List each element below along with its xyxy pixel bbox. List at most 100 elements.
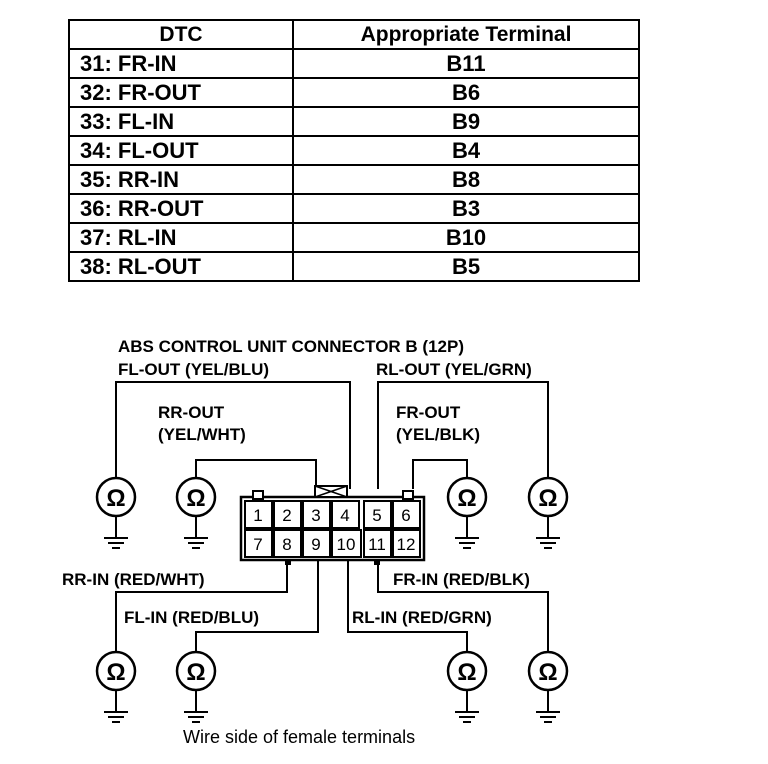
wire-rl-in [347, 560, 468, 652]
pin-cell [331, 529, 362, 558]
ohm-symbol: Ω [538, 659, 557, 686]
key-notch-right [374, 560, 380, 565]
dtc-cell: 31: FR-IN [68, 48, 294, 79]
pin-number: 2 [282, 506, 291, 525]
ground-icon [184, 690, 208, 723]
label-rr-out-color: (YEL/WHT) [158, 425, 246, 444]
connector-tab-left [252, 490, 264, 500]
terminal-cell: B6 [292, 77, 640, 108]
label-fr-out-color: (YEL/BLK) [396, 425, 480, 444]
key-notch-left [285, 560, 291, 565]
label-rr-out: RR-OUT [158, 403, 225, 422]
terminal-cell: B5 [292, 251, 640, 282]
pin-cell [302, 500, 331, 529]
diagram-caption: Wire side of female terminals [183, 727, 415, 747]
ohm-symbol: Ω [457, 659, 476, 686]
ohm-symbol: Ω [106, 485, 125, 512]
pin-number: 11 [368, 535, 386, 554]
ohmmeter-fr-in: Ω [527, 650, 569, 723]
connector-b: 1 2 3 4 5 6 7 8 9 10 11 12 [239, 485, 426, 565]
dtc-cell: 32: FR-OUT [68, 77, 294, 108]
connector-wiring-diagram: ABS CONTROL UNIT CONNECTOR B (12P) FL-OU… [62, 337, 569, 747]
label-rl-in: RL-IN (RED/GRN) [352, 608, 492, 627]
header-terminal: Appropriate Terminal [292, 19, 640, 50]
connector-tab-right [402, 490, 414, 500]
connector-title: ABS CONTROL UNIT CONNECTOR B (12P) [118, 337, 464, 356]
ohmmeter-rl-out: Ω [527, 476, 569, 549]
wire-fr-in [377, 560, 549, 652]
ground-icon [536, 516, 560, 549]
wire-rr-out [195, 459, 317, 489]
pin-cell [273, 529, 302, 558]
ground-icon [455, 516, 479, 549]
pin-number: 3 [311, 506, 320, 525]
pin-cell [302, 529, 331, 558]
pin-number: 12 [397, 535, 416, 554]
pin-number: 1 [253, 506, 262, 525]
pin-cell [392, 500, 421, 529]
ground-icon [104, 516, 128, 549]
wire-fl-out [115, 381, 351, 489]
ohm-symbol: Ω [457, 485, 476, 512]
ohmmeter-rr-out: Ω [175, 476, 217, 549]
wire-fr-out [412, 459, 468, 489]
pin-number: 7 [253, 535, 262, 554]
pin-number: 10 [337, 535, 356, 554]
pin-number: 8 [282, 535, 291, 554]
ohmmeter-rr-in: Ω [95, 650, 137, 723]
terminal-cell: B4 [292, 135, 640, 166]
ohmmeter-rl-in: Ω [446, 650, 488, 723]
ohm-symbol: Ω [186, 659, 205, 686]
pin-grid [244, 500, 421, 558]
dtc-cell: 34: FL-OUT [68, 135, 294, 166]
ohmmeter-fl-out: Ω [95, 476, 137, 549]
terminal-cell: B3 [292, 193, 640, 224]
label-fl-out: FL-OUT (YEL/BLU) [118, 360, 269, 379]
dtc-cell: 38: RL-OUT [68, 251, 294, 282]
terminal-cell: B8 [292, 164, 640, 195]
label-fr-in: FR-IN (RED/BLK) [393, 570, 530, 589]
pin-cell [363, 500, 392, 529]
ohm-symbol: Ω [106, 659, 125, 686]
pin-cell [244, 529, 273, 558]
dtc-cell: 35: RR-IN [68, 164, 294, 195]
label-rr-in: RR-IN (RED/WHT) [62, 570, 205, 589]
wire-fl-in [195, 560, 319, 652]
pin-cell [273, 500, 302, 529]
ground-icon [455, 690, 479, 723]
pin-number: 6 [401, 506, 410, 525]
dtc-cell: 33: FL-IN [68, 106, 294, 137]
dtc-cell: 37: RL-IN [68, 222, 294, 253]
ground-icon [536, 690, 560, 723]
dtc-cell: 36: RR-OUT [68, 193, 294, 224]
pin-cell [392, 529, 421, 558]
wire-rr-in [115, 560, 288, 652]
pin-number: 5 [372, 506, 381, 525]
bottom-wires [115, 560, 549, 652]
top-wires [115, 381, 549, 489]
pin-cell [244, 500, 273, 529]
pin-cell [331, 500, 360, 529]
label-fl-in: FL-IN (RED/BLU) [124, 608, 259, 627]
pin-number: 4 [340, 506, 349, 525]
lock-mark [314, 485, 348, 498]
wire-rl-out [377, 381, 549, 489]
ohm-symbol: Ω [538, 485, 557, 512]
label-rl-out: RL-OUT (YEL/GRN) [376, 360, 532, 379]
terminal-cell: B9 [292, 106, 640, 137]
ohm-symbol: Ω [186, 485, 205, 512]
pin-number: 9 [311, 535, 320, 554]
ohmmeter-fr-out: Ω [446, 476, 488, 549]
ground-icon [104, 690, 128, 723]
table-header-row: DTC Appropriate Terminal [68, 19, 640, 50]
terminal-cell: B11 [292, 48, 640, 79]
